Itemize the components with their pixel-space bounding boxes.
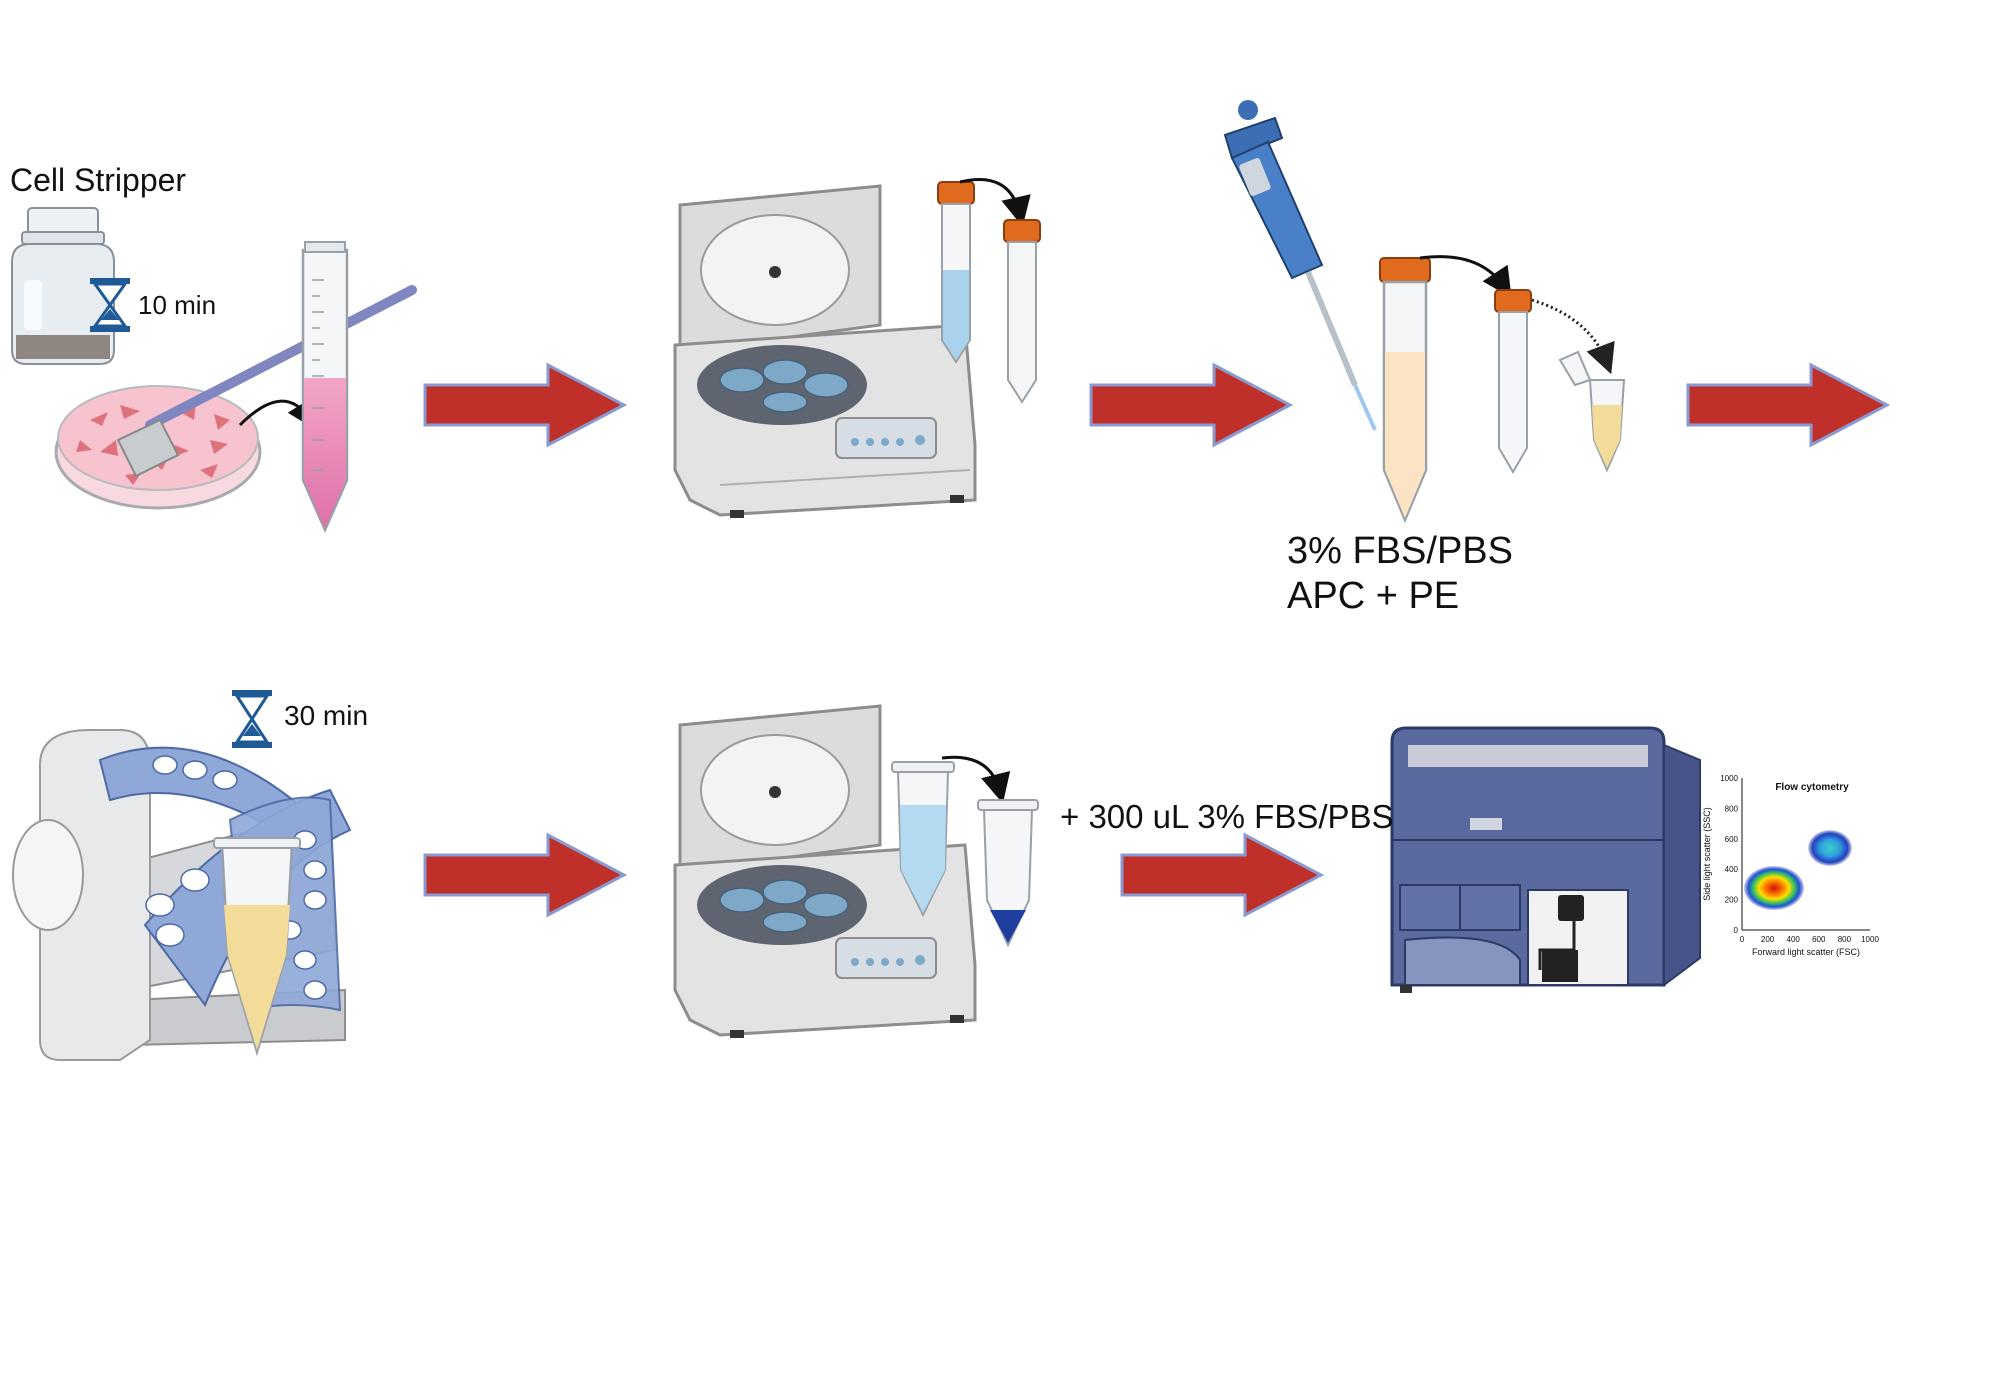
- microtube-yellow-icon: [1558, 350, 1626, 473]
- population-2: [1808, 830, 1852, 866]
- conical-tube-large-icon: [1379, 257, 1431, 524]
- process-arrow-5: [1120, 832, 1325, 918]
- centrifuge-icon: [673, 704, 977, 1038]
- cell-scraper-icon: [116, 285, 417, 478]
- pipette-icon: [1223, 100, 1377, 431]
- population-1: [1744, 866, 1804, 910]
- x-tick-label: 200: [1761, 935, 1775, 944]
- microtube-blue-icon: [891, 761, 955, 918]
- x-tick-label: 1000: [1861, 935, 1879, 944]
- process-arrow-3: [1686, 362, 1891, 448]
- y-tick-label: 1000: [1720, 774, 1738, 783]
- plot-title: Flow cytometry: [1775, 782, 1849, 793]
- y-tick-label: 600: [1725, 835, 1739, 844]
- reagent-bottle-icon: [11, 207, 115, 365]
- y-tick-label: 800: [1725, 804, 1739, 813]
- conical-tube-empty-icon: [1003, 219, 1041, 404]
- x-tick-label: 400: [1787, 935, 1801, 944]
- y-tick-label: 0: [1734, 926, 1739, 935]
- transfer-arrow: [1531, 298, 1615, 375]
- x-tick-label: 800: [1838, 935, 1852, 944]
- x-tick-label: 0: [1740, 935, 1745, 944]
- incubation-time-label: 10 min: [138, 290, 217, 320]
- transfer-arrow: [941, 755, 1011, 804]
- flow-cytometry-plot: Flow cytometry 0 200 400 600 800 1000 0 200 400…: [1702, 774, 1879, 957]
- conical-tube-pink-icon: [301, 241, 349, 534]
- microtube-pellet-icon: [977, 799, 1039, 948]
- centrifuge-icon: [673, 184, 977, 518]
- transfer-arrow: [1419, 255, 1512, 299]
- incubation-time-label: 30 min: [284, 700, 369, 731]
- hourglass-icon: [232, 690, 272, 748]
- conical-tube-blue-icon: [937, 181, 975, 364]
- antibody-label: APC + PE: [1287, 575, 1460, 617]
- process-arrow-2: [1089, 362, 1294, 448]
- transfer-arrow: [959, 177, 1031, 227]
- hourglass-icon: [90, 278, 130, 332]
- flow-cytometer-icon: [1390, 726, 1701, 993]
- x-axis-label: Forward light scatter (FSC): [1752, 947, 1860, 957]
- y-tick-label: 200: [1725, 896, 1739, 905]
- cell-stripper-label: Cell Stripper: [10, 162, 187, 198]
- y-tick-label: 400: [1725, 865, 1739, 874]
- y-axis-label: Side light scatter (SSC): [1702, 807, 1712, 901]
- x-tick-label: 600: [1812, 935, 1826, 944]
- process-arrow-4: [423, 832, 628, 918]
- tube-rotator-icon: [12, 729, 352, 1061]
- conical-tube-small-icon: [1494, 289, 1532, 474]
- resuspend-label: + 300 uL 3% FBS/PBS: [1060, 798, 1394, 835]
- process-arrow-1: [423, 362, 628, 448]
- stain-buffer-label: 3% FBS/PBS: [1287, 530, 1513, 572]
